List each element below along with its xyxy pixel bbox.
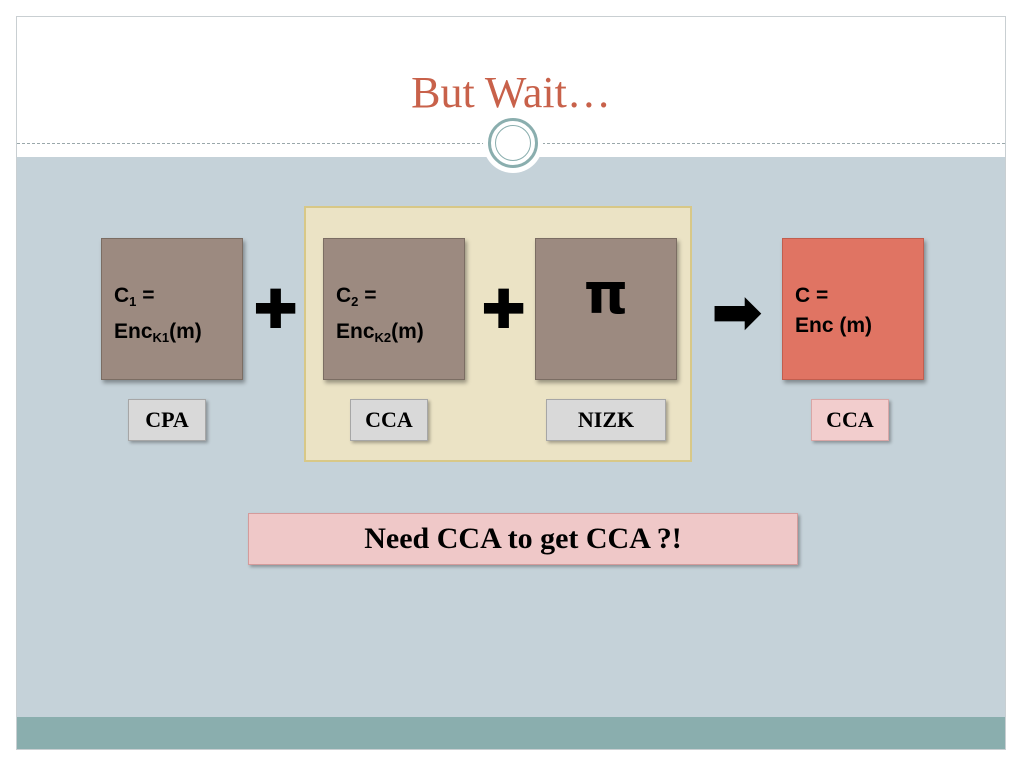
c1-symbol: C bbox=[114, 284, 130, 307]
c1-equals: = bbox=[136, 284, 155, 307]
c2-equals: = bbox=[358, 284, 377, 307]
c2-formula: C2 = EncK2(m) bbox=[336, 281, 424, 353]
ciphertext-box-c2: C2 = EncK2(m) bbox=[323, 238, 465, 380]
arrow-right-icon: ➡ bbox=[711, 275, 763, 348]
c1-subscript: 1 bbox=[129, 294, 137, 309]
c2-enc: Enc bbox=[336, 320, 375, 343]
divider-ornament-inner-ring bbox=[495, 125, 531, 161]
result-line1: C = bbox=[795, 284, 829, 307]
plus-icon: ✚ bbox=[253, 278, 299, 341]
c1-message: (m) bbox=[169, 320, 202, 343]
footer-bar bbox=[17, 717, 1005, 749]
c2-message: (m) bbox=[391, 320, 424, 343]
result-formula: C = Enc (m) bbox=[795, 281, 872, 341]
c1-key-subscript: K1 bbox=[152, 330, 170, 345]
callout-need-cca: Need CCA to get CCA ?! bbox=[248, 513, 798, 565]
tag-cpa: CPA bbox=[128, 399, 206, 441]
tag-nizk: NIZK bbox=[546, 399, 666, 441]
result-ciphertext-box: C = Enc (m) bbox=[782, 238, 924, 380]
c1-formula: C1 = EncK1(m) bbox=[114, 281, 202, 353]
c2-symbol: C bbox=[336, 284, 352, 307]
ciphertext-box-c1: C1 = EncK1(m) bbox=[101, 238, 243, 380]
slide-title: But Wait… bbox=[411, 68, 611, 117]
pi-symbol: π bbox=[583, 262, 629, 327]
proof-box-pi: π bbox=[535, 238, 677, 380]
c1-enc: Enc bbox=[114, 320, 153, 343]
tag-cca: CCA bbox=[350, 399, 428, 441]
c2-subscript: 2 bbox=[351, 294, 359, 309]
result-line2: Enc (m) bbox=[795, 314, 873, 337]
plus-icon: ✚ bbox=[481, 278, 527, 341]
slide: But Wait… C1 = EncK1(m) ✚ C2 = EncK2(m) … bbox=[16, 16, 1006, 750]
tag-cca-result: CCA bbox=[811, 399, 889, 441]
c2-key-subscript: K2 bbox=[374, 330, 392, 345]
